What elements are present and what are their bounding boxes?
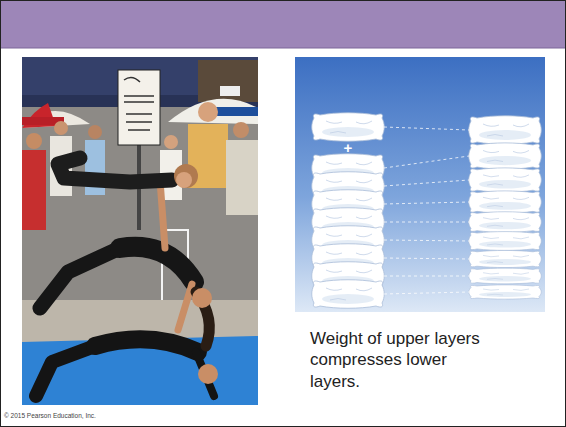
address-plate bbox=[220, 86, 240, 96]
pillow bbox=[469, 116, 542, 145]
pillow bbox=[469, 143, 542, 169]
guide-line bbox=[384, 258, 469, 259]
plus-sign: + bbox=[338, 140, 358, 155]
acrobat-head bbox=[198, 364, 218, 384]
spectator bbox=[22, 150, 46, 230]
spectator-head bbox=[164, 135, 178, 149]
spectator-head bbox=[233, 122, 249, 138]
photo-background bbox=[22, 57, 258, 405]
dashed-guides bbox=[384, 127, 469, 294]
pillow bbox=[469, 191, 542, 213]
acrobat-arm bbox=[160, 180, 165, 248]
spectator-head bbox=[26, 133, 42, 149]
guide-line bbox=[384, 276, 469, 277]
guide-line bbox=[384, 156, 469, 168]
acrobat bbox=[95, 339, 198, 352]
storefront bbox=[198, 60, 258, 102]
copyright-note: © 2015 Pearson Education, Inc. bbox=[4, 413, 96, 420]
pillow bbox=[312, 113, 385, 142]
guide-line bbox=[384, 202, 469, 204]
spectator-head bbox=[198, 102, 218, 122]
pillow bbox=[469, 232, 542, 251]
header-band bbox=[0, 0, 566, 48]
acrobat-head bbox=[176, 172, 192, 188]
acrobat bbox=[40, 248, 120, 308]
jazz-sign bbox=[118, 70, 160, 145]
guide-line bbox=[384, 240, 469, 241]
spectator bbox=[226, 140, 258, 215]
guide-line bbox=[384, 222, 469, 223]
acrobat-photo bbox=[22, 57, 258, 405]
acrobat bbox=[120, 247, 194, 282]
sign-marks bbox=[124, 77, 154, 130]
acrobat bbox=[58, 158, 172, 182]
guide-line bbox=[384, 180, 469, 186]
pillow bbox=[469, 212, 542, 233]
right-umbrella bbox=[168, 99, 258, 124]
spectator-head bbox=[54, 121, 68, 135]
acrobat-head bbox=[192, 288, 212, 308]
blue-mat bbox=[22, 336, 258, 405]
spectator-head bbox=[88, 125, 102, 139]
acrobat-arm bbox=[178, 284, 192, 330]
pillow bbox=[312, 280, 385, 309]
pillow bbox=[469, 168, 542, 192]
caption-text: Weight of upper layers compresses lower … bbox=[310, 328, 490, 392]
compressed-pillows bbox=[469, 116, 542, 299]
loose-pillows bbox=[312, 113, 385, 309]
pillow bbox=[469, 285, 542, 299]
acrobat bbox=[36, 346, 95, 396]
acrobat-hair bbox=[174, 164, 198, 188]
guide-line bbox=[384, 292, 469, 294]
pillow bbox=[469, 250, 542, 267]
guide-line bbox=[384, 127, 469, 130]
header-rule bbox=[0, 48, 566, 49]
diagram-panel bbox=[295, 57, 545, 312]
pillow bbox=[469, 268, 542, 284]
